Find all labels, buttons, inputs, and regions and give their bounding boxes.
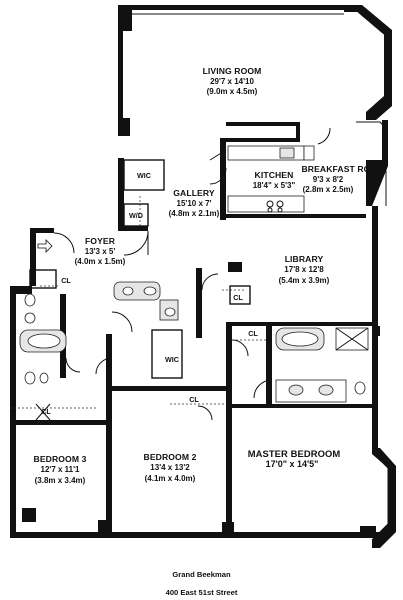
wd-label: W/D [129,211,143,220]
master-bay [371,451,389,541]
kitchen-dim: 18'4" x 5'3" [253,181,296,190]
breakfast-room-dim-metric: (2.8m x 2.5m) [303,185,354,194]
living-room-dim: 29'7 x 14'10 [210,77,254,86]
breakfast-room-name: BREAKFAST ROOM [301,164,384,174]
closets [29,159,251,379]
building-name: Grand Beekman [172,570,231,579]
cl-bed2-label: CL [189,395,199,404]
master-bedroom-dim: 17'0" x 14'5" [266,459,319,469]
breakfast-room-dim: 9'3 x 8'2 [313,175,344,184]
doors [35,127,331,421]
library-dim: 17'8 x 12'8 [284,265,324,274]
foyer-dim: 13'3 x 5' [85,247,116,256]
room-labels: LIVING ROOM 29'7 x 14'10 (9.0m x 4.5m) B… [34,66,385,485]
living-room-name: LIVING ROOM [203,66,262,76]
bedroom2-name: BEDROOM 2 [144,452,197,462]
bedroom3-name: BEDROOM 3 [34,454,87,464]
bath-left [19,293,67,385]
master-bedroom-name: MASTER BEDROOM [248,448,341,459]
walls [10,5,396,548]
foyer-name: FOYER [85,236,116,246]
cl-bed3-label: CL [41,407,51,416]
library-name: LIBRARY [285,254,324,264]
bedroom2-dim: 13'4 x 13'2 [150,463,190,472]
gallery-name: GALLERY [173,188,215,198]
wic-gallery-label: WIC [137,171,151,180]
breakfast-bay [356,11,385,127]
cl-library-lower-label: CL [248,329,258,338]
bath-master [275,327,369,403]
bedroom2-dim-metric: (4.1m x 4.0m) [145,474,196,483]
gallery-dim: 15'10 x 7' [177,199,212,208]
kitchen-counters [227,145,315,213]
windows [13,13,387,537]
bedroom3-dim: 12'7 x 11'1 [41,465,81,474]
cl-foyer-label: CL [61,276,71,285]
wic-bed2-label: WIC [165,355,179,364]
bath-foyer [113,281,179,321]
foyer-dim-metric: (4.0m x 1.5m) [75,257,126,266]
cl-library-label: CL [233,293,243,302]
entry-arrow-icon [37,239,53,253]
gallery-dim-metric: (4.8m x 2.1m) [169,209,220,218]
closet-lines [10,196,266,409]
kitchen-name: KITCHEN [255,170,294,180]
living-room-dim-metric: (9.0m x 4.5m) [207,87,258,96]
bedroom3-dim-metric: (3.8m x 3.4m) [35,476,86,485]
building-address: 400 East 51st Street [165,588,238,597]
library-dim-metric: (5.4m x 3.9m) [279,276,330,285]
